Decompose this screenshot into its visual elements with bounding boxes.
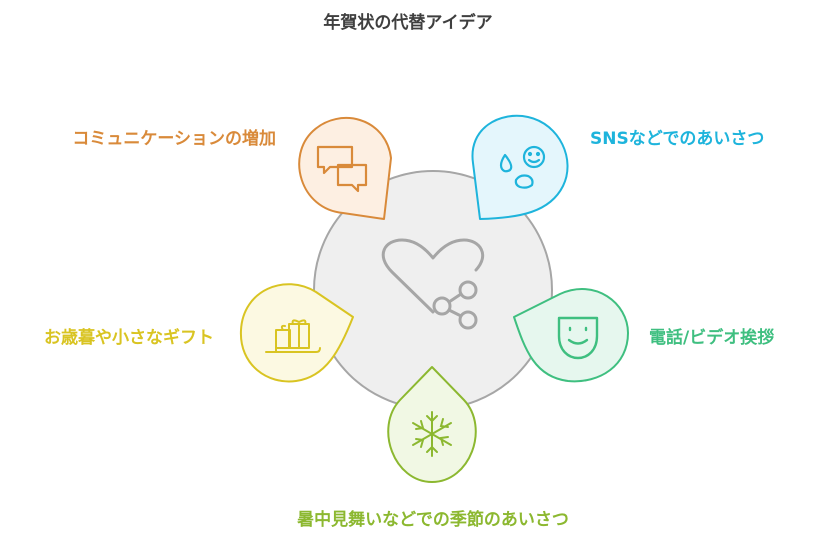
item-seasonal bbox=[387, 366, 477, 483]
smile-face-icon bbox=[557, 316, 599, 360]
label-seasonal: 暑中見舞いなどでの季節のあいさつ bbox=[297, 510, 569, 530]
teardrop-shape bbox=[298, 117, 392, 220]
diagram-title: 年賀状の代替アイデア bbox=[323, 13, 493, 33]
chat-bubbles-icon bbox=[316, 145, 368, 193]
label-gift: お歳暮や小さなギフト bbox=[44, 328, 214, 348]
heart-share-icon bbox=[381, 238, 485, 330]
label-phone-video: 電話/ビデオ挨拶 bbox=[649, 328, 775, 348]
snowflake-icon bbox=[412, 411, 452, 457]
item-sns bbox=[471, 114, 569, 220]
item-communication bbox=[298, 117, 392, 220]
social-emoji-icon bbox=[499, 145, 546, 189]
teardrop-shape bbox=[513, 288, 629, 383]
item-gift bbox=[239, 283, 354, 383]
label-sns: SNSなどでのあいさつ bbox=[590, 129, 765, 149]
label-communication: コミュニケーションの増加 bbox=[72, 129, 276, 149]
teardrop-shape bbox=[471, 114, 569, 220]
gift-sleigh-icon bbox=[265, 319, 321, 353]
item-phone-video bbox=[513, 288, 629, 383]
teardrop-shape bbox=[239, 283, 354, 383]
